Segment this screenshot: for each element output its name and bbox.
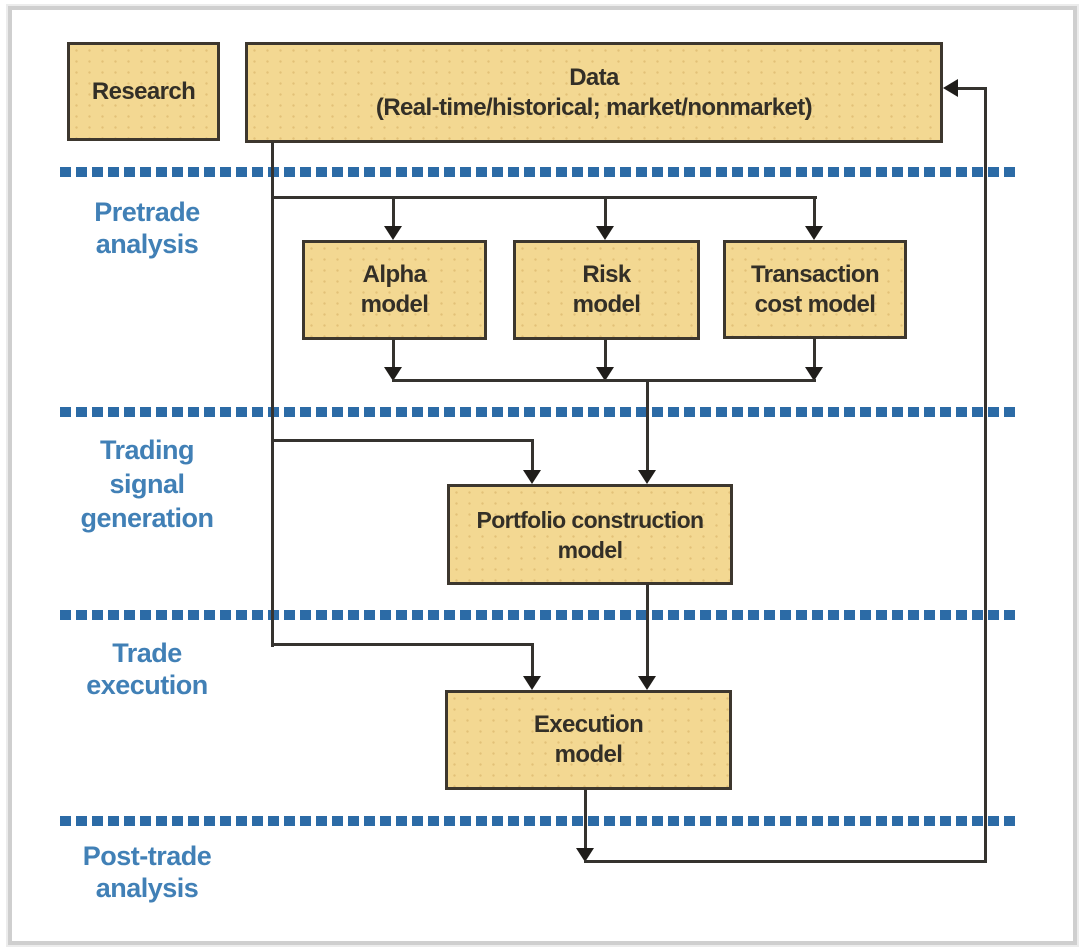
arrowhead-portfolio-into-execution — [638, 676, 656, 690]
arrowhead-transaction-out — [805, 367, 823, 381]
section-label-trade-execution: Trade execution — [52, 637, 242, 701]
arrowhead-data-into-execution — [523, 676, 541, 690]
transaction-cost-model-box: Transaction cost model — [723, 240, 907, 339]
section-label-trading-signal-generation: Trading signal generation — [52, 433, 242, 535]
arrowhead-models-into-portfolio — [638, 470, 656, 484]
portfolio-construction-label-line1: Portfolio construction — [476, 506, 704, 533]
connector-data-branch-execution-drop — [531, 643, 534, 678]
connector-feedback-vertical — [984, 87, 987, 863]
pretrade-label-line2: analysis — [95, 229, 199, 259]
arrowhead-feedback-into-data — [943, 79, 958, 97]
post-trade-label-line2: analysis — [95, 873, 199, 903]
trading-signal-label-line2: signal — [109, 469, 185, 499]
transaction-cost-model-label-line1: Transaction — [750, 260, 880, 288]
post-trade-label-line1: Post-trade — [82, 841, 212, 871]
section-label-post-trade-analysis: Post-trade analysis — [52, 840, 242, 904]
alpha-model-label-line1: Alpha — [362, 261, 427, 288]
connector-execution-out — [584, 789, 587, 851]
connector-to-risk — [604, 196, 607, 228]
portfolio-construction-model-box: Portfolio construction model — [447, 484, 733, 585]
section-label-pretrade-analysis: Pretrade analysis — [52, 196, 242, 260]
connector-alpha-out — [392, 339, 395, 369]
research-box: Research — [67, 42, 220, 141]
arrowhead-into-alpha — [384, 226, 402, 240]
connector-risk-out — [604, 339, 607, 369]
data-box: Data (Real-time/historical; market/nonma… — [245, 42, 943, 143]
data-box-title: Data — [569, 63, 619, 91]
connector-data-left-vertical — [271, 142, 274, 647]
arrowhead-risk-out — [596, 367, 614, 381]
data-box-subtitle: (Real-time/historical; market/nonmarket) — [375, 93, 813, 121]
transaction-cost-model-label-line2: cost model — [754, 290, 876, 318]
trade-execution-label-line1: Trade — [112, 638, 182, 668]
arrowhead-execution-post-trade — [576, 848, 594, 862]
connector-feedback-bottom — [584, 860, 987, 863]
connector-feedback-top — [956, 87, 986, 90]
connector-data-branch-execution — [271, 643, 534, 646]
research-box-label: Research — [91, 77, 196, 105]
execution-model-label-line2: model — [554, 741, 623, 768]
connector-collect-horizontal — [392, 379, 816, 382]
pretrade-label-line1: Pretrade — [94, 197, 200, 227]
divider-trading-signal — [60, 407, 1016, 417]
arrowhead-data-into-portfolio — [523, 470, 541, 484]
trade-execution-label-line2: execution — [86, 670, 208, 700]
portfolio-construction-label-line2: model — [557, 536, 623, 563]
risk-model-label-line2: model — [572, 291, 641, 318]
execution-model-label-line1: Execution — [533, 711, 644, 738]
arrowhead-into-transaction — [805, 226, 823, 240]
connector-data-branch-portfolio-drop — [531, 439, 534, 472]
divider-post-trade — [60, 816, 1016, 826]
alpha-model-label-line2: model — [360, 291, 429, 318]
connector-to-transaction — [813, 196, 816, 228]
alpha-model-box: Alpha model — [302, 240, 487, 340]
risk-model-box: Risk model — [513, 240, 700, 340]
connector-to-alpha — [392, 196, 395, 228]
trading-signal-label-line3: generation — [80, 503, 214, 533]
execution-model-box: Execution model — [445, 690, 732, 790]
trading-signal-label-line1: Trading — [99, 435, 195, 465]
connector-models-to-portfolio — [646, 379, 649, 473]
divider-pretrade — [60, 167, 1016, 177]
risk-model-label-line1: Risk — [582, 261, 631, 288]
connector-distribute-horizontal — [271, 196, 817, 199]
arrowhead-into-risk — [596, 226, 614, 240]
connector-transaction-out — [813, 338, 816, 368]
connector-data-branch-portfolio — [271, 439, 534, 442]
connector-portfolio-to-execution — [646, 584, 649, 678]
divider-trade-execution — [60, 610, 1016, 620]
arrowhead-alpha-out — [384, 367, 402, 381]
